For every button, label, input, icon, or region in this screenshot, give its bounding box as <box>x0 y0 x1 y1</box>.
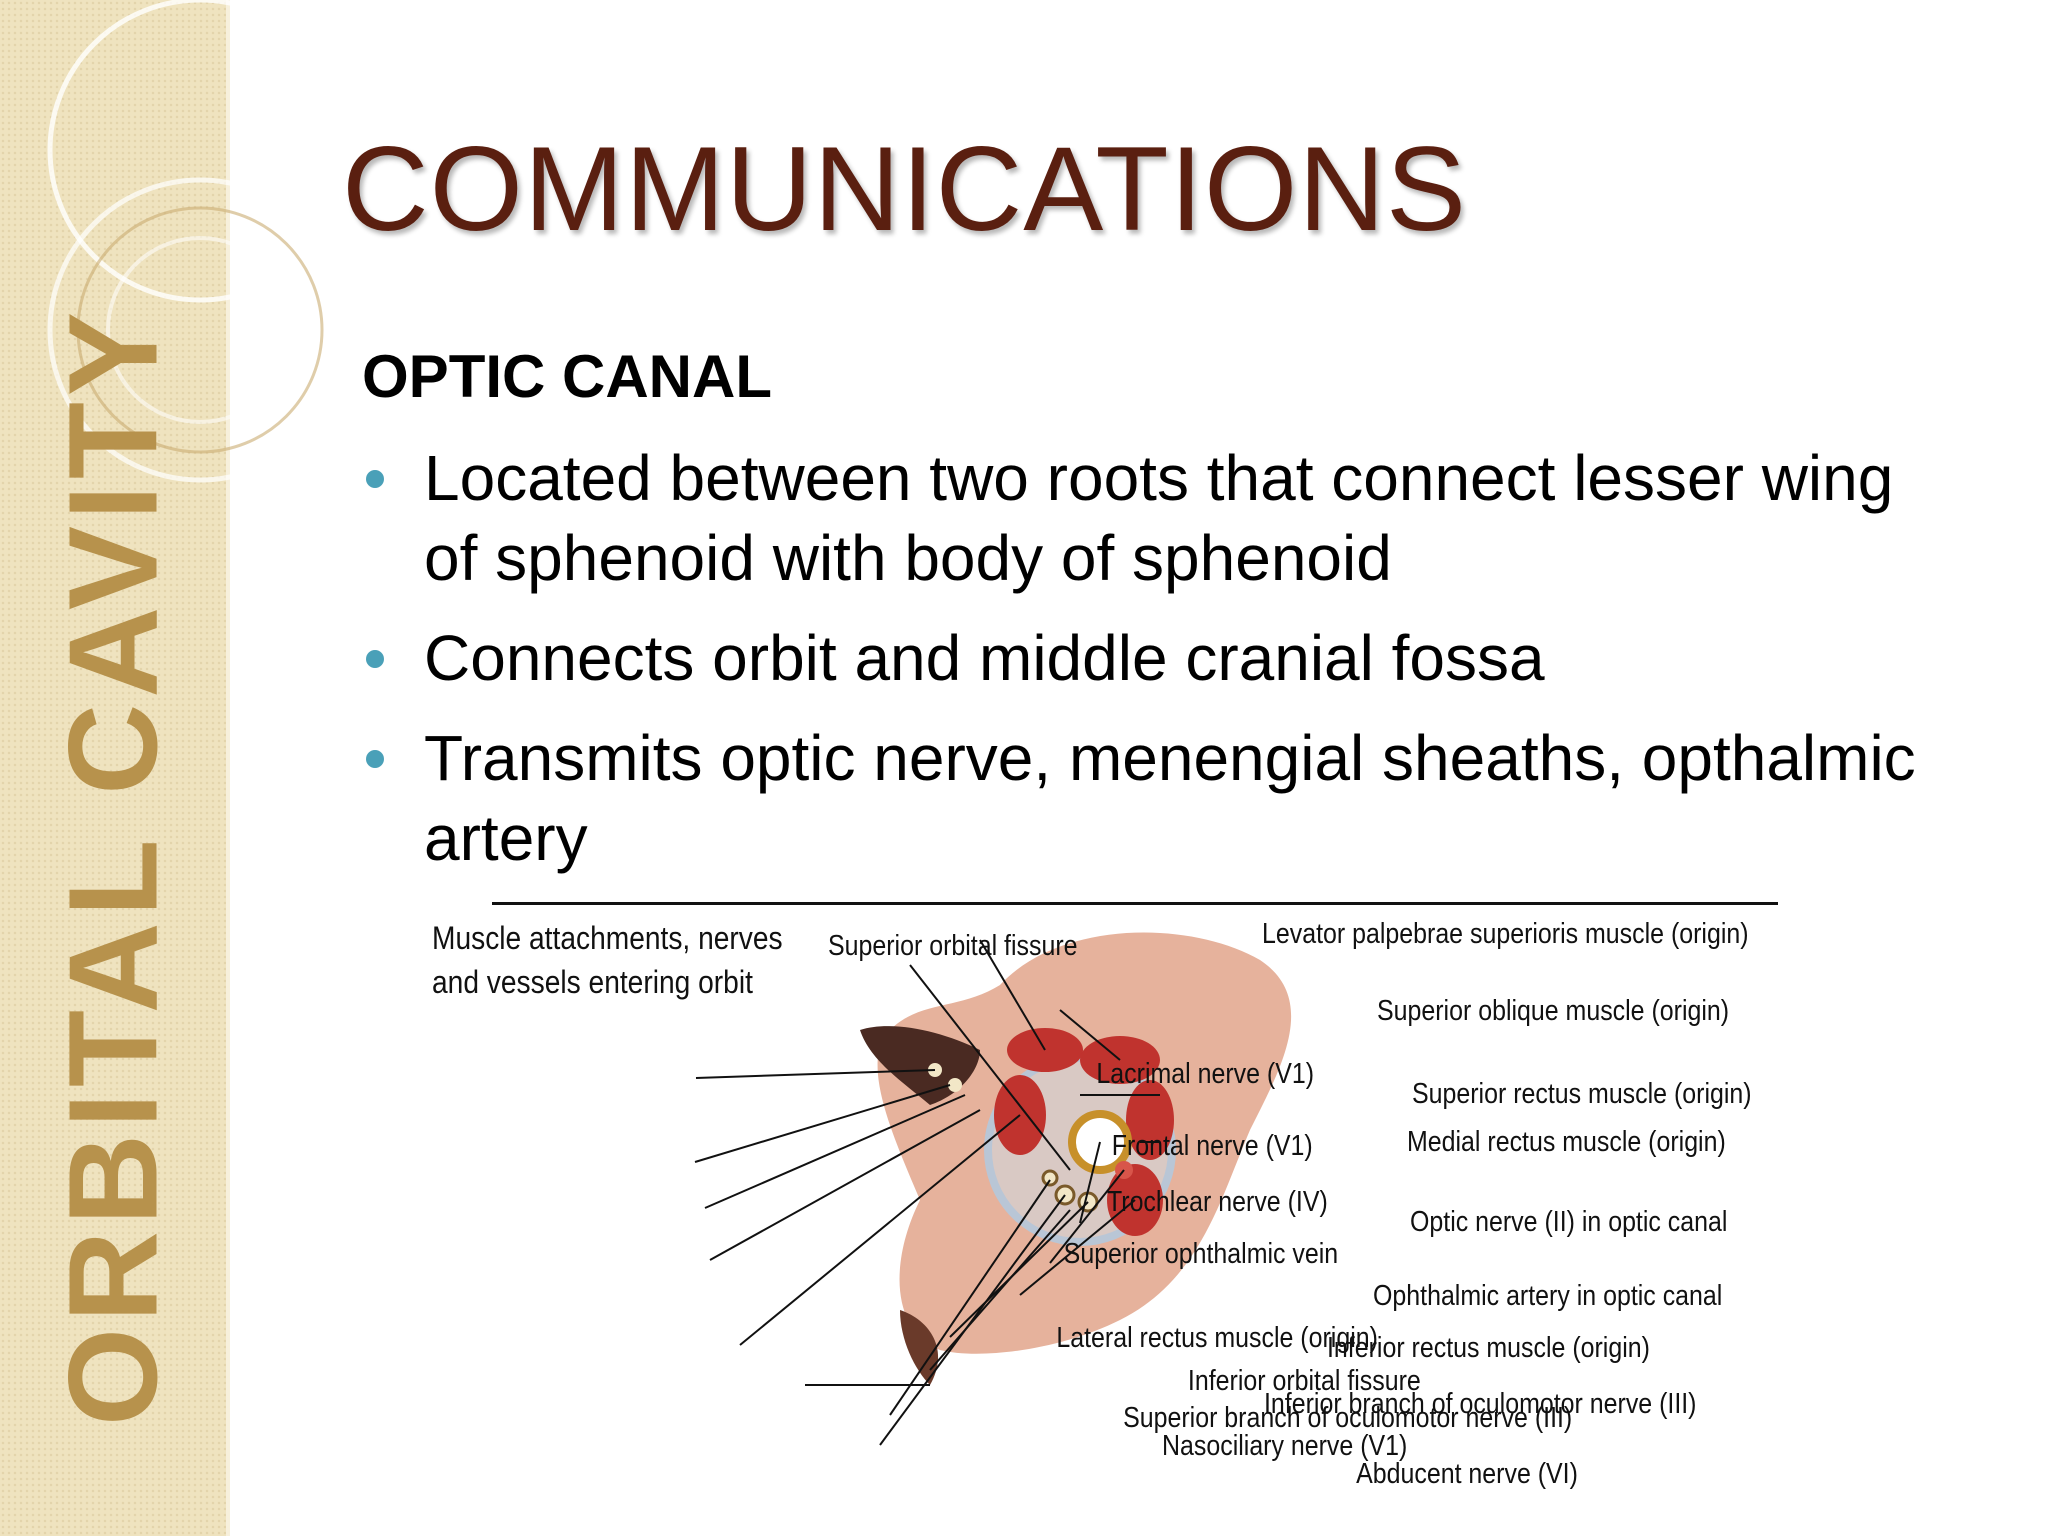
bullet-dot-icon <box>366 470 384 488</box>
nerve-dot-shape <box>948 1078 962 1092</box>
decorative-circles <box>47 0 353 483</box>
label-superior-orbital-fissure: Superior orbital fissure <box>828 930 1078 962</box>
figure-top-rule <box>492 902 1778 905</box>
figure-caption-line: Muscle attachments, nerves <box>432 920 783 956</box>
subheading: OPTIC CANAL <box>362 343 772 410</box>
label-ophthalmic-artery: Ophthalmic artery in optic canal <box>1373 1280 1723 1312</box>
inferior-orbital-fissure-shape <box>900 1310 939 1385</box>
nerve-dot-shape <box>1041 1169 1059 1187</box>
figure-caption: Muscle attachments, nerves and vessels e… <box>432 916 783 1004</box>
label-superior-branch-oculomotor: Superior branch of oculomotor nerve (III… <box>1122 1402 1572 1434</box>
label-superior-ophthalmic-vein: Superior ophthalmic vein <box>1063 1238 1338 1270</box>
bullet-list: Located between two roots that connect l… <box>362 438 1922 898</box>
label-trochlear: Trochlear nerve (IV) <box>1107 1186 1328 1218</box>
leader-lines <box>694 939 1160 1446</box>
label-levator: Levator palpebrae superioris muscle (ori… <box>1262 918 1749 950</box>
label-inferior-rectus: Inferior rectus muscle (origin) <box>1327 1332 1650 1364</box>
bullet-text: Transmits optic nerve, menengial sheaths… <box>424 722 1916 874</box>
bullet-item: Located between two roots that connect l… <box>362 438 1922 598</box>
sidebar-panel <box>0 0 229 1536</box>
label-superior-rectus: Superior rectus muscle (origin) <box>1412 1078 1752 1110</box>
sidebar-divider <box>226 0 230 1536</box>
label-abducent: Abducent nerve (VI) <box>1356 1458 1578 1490</box>
bullet-dot-icon <box>366 750 384 768</box>
label-inferior-branch-oculomotor: Inferior branch of oculomotor nerve (III… <box>1264 1388 1697 1420</box>
orbit-diagram <box>694 932 1292 1446</box>
label-superior-oblique: Superior oblique muscle (origin) <box>1377 995 1730 1027</box>
label-nasociliary: Nasociliary nerve (V1) <box>1162 1430 1408 1462</box>
label-lacrimal: Lacrimal nerve (V1) <box>1096 1058 1314 1090</box>
label-optic-nerve: Optic nerve (II) in optic canal <box>1410 1206 1728 1238</box>
label-inferior-orbital-fissure: Inferior orbital fissure <box>1188 1365 1421 1397</box>
orbit-anatomy-figure: Muscle attachments, nerves and vessels e… <box>420 880 1800 1520</box>
label-frontal: Frontal nerve (V1) <box>1112 1130 1313 1162</box>
bullet-item: Connects orbit and middle cranial fossa <box>362 618 1922 698</box>
slide-title: COMMUNICATIONS <box>342 122 1468 256</box>
label-lateral-rectus: Lateral rectus muscle (origin) <box>1056 1322 1378 1354</box>
label-medial-rectus: Medial rectus muscle (origin) <box>1407 1126 1726 1158</box>
bullet-text: Connects orbit and middle cranial fossa <box>424 622 1545 694</box>
bullet-text: Located between two roots that connect l… <box>424 442 1894 594</box>
medial-rectus-shape <box>1126 1080 1174 1160</box>
bullet-item: Transmits optic nerve, menengial sheaths… <box>362 718 1922 878</box>
bullet-dot-icon <box>366 650 384 668</box>
vertical-section-title: ORBITAL CAVITY <box>42 306 184 1426</box>
figure-caption-line: and vessels entering orbit <box>432 964 753 1000</box>
